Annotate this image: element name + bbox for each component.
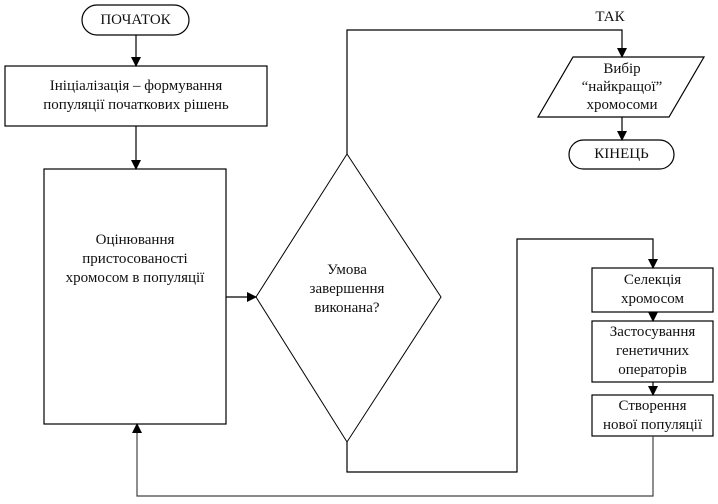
operators-box	[591, 320, 714, 383]
end-label: КІНЕЦЬ	[594, 146, 649, 162]
new-population-label: Створення нової популяції	[592, 395, 713, 436]
evaluate-line-1: Оцінювання	[95, 231, 175, 248]
select-best-line-3: хромосоми	[586, 97, 658, 113]
operators-label: Застосування генетичних операторів	[592, 321, 713, 382]
init-box	[4, 65, 268, 127]
select-best-parallelogram	[536, 56, 706, 118]
operators-line-3: операторів	[618, 362, 687, 378]
operators-line-2: генетичних	[616, 343, 689, 359]
evaluate-box	[43, 168, 227, 425]
select-best-label: Вибір “найкращої” хромосоми	[560, 57, 684, 117]
condition-line-2: завершення	[309, 280, 385, 297]
condition-label: Умова завершення виконана?	[290, 256, 404, 322]
new-population-line-2: нової популяції	[602, 416, 703, 433]
edge-loop-back	[132, 423, 654, 497]
evaluate-label: Оцінювання пристосованості хромосом в по…	[44, 226, 226, 292]
selection-line-1: Селекція	[623, 272, 682, 288]
select-best-line-1: Вибір	[603, 61, 641, 77]
evaluate-line-3: хромосом в популяції	[65, 269, 205, 286]
selection-line-2: хромосом	[621, 291, 684, 307]
edge-condition-no	[346, 238, 658, 473]
selection-label: Селекція хромосом	[592, 268, 713, 312]
edge-condition-yes	[346, 29, 627, 154]
new-population-line-1: Створення	[618, 397, 687, 414]
new-population-box	[591, 394, 714, 437]
condition-line-3: виконана?	[314, 299, 380, 316]
select-best-line-2: “найкращої”	[581, 79, 663, 95]
init-line-1: Ініціалізація – формування	[49, 78, 223, 94]
condition-line-1: Умова	[327, 261, 367, 278]
init-line-2: популяції початкових рішень	[43, 97, 229, 113]
selection-box	[591, 267, 714, 313]
init-label: Ініціалізація – формування популяції поч…	[5, 66, 267, 126]
start-label: ПОЧАТОК	[100, 11, 171, 28]
yes-label: ТАК	[595, 8, 625, 25]
evaluate-line-2: пристосованості	[82, 250, 188, 267]
operators-line-1: Застосування	[609, 324, 696, 340]
